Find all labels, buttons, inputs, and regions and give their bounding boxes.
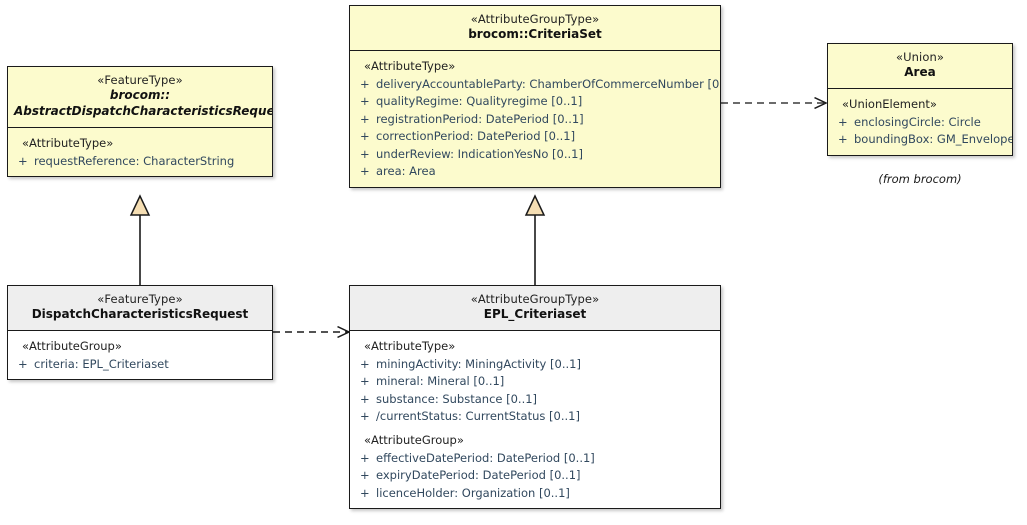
visibility-marker: + bbox=[360, 357, 370, 371]
generalization-dispatch-to-abstract bbox=[129, 194, 151, 285]
attribute-row[interactable]: + area: Area bbox=[356, 163, 716, 180]
attribute-text: correctionPeriod: DatePeriod [0..1] bbox=[376, 129, 576, 144]
attribute-text: substance: Substance [0..1] bbox=[376, 391, 538, 406]
class-header: «AttributeGroupType» EPL_Criteriaset bbox=[350, 286, 720, 331]
attribute-row[interactable]: + requestReference: CharacterString bbox=[14, 153, 268, 170]
attribute-group-label: «AttributeGroup» bbox=[364, 432, 464, 447]
attribute-text: criteria: EPL_Criteriaset bbox=[34, 357, 169, 371]
class-stereotype: «Union» bbox=[895, 50, 945, 64]
class-stereotype: «FeatureType» bbox=[97, 292, 183, 306]
attribute-row[interactable]: + expiryDatePeriod: DatePeriod [0..1] bbox=[356, 467, 716, 484]
visibility-marker: + bbox=[18, 153, 28, 168]
attribute-row[interactable]: + substance: Substance [0..1] bbox=[356, 391, 716, 408]
class-stereotype: «AttributeGroupType» bbox=[470, 12, 600, 26]
class-header: «FeatureType» brocom:: AbstractDispatchC… bbox=[8, 67, 272, 128]
visibility-marker: + bbox=[360, 146, 370, 161]
class-header: «FeatureType» DispatchCharacteristicsReq… bbox=[8, 286, 272, 331]
attribute-text: underReview: IndicationYesNo [0..1] bbox=[376, 146, 583, 161]
visibility-marker: + bbox=[360, 450, 370, 465]
class-name: Area bbox=[904, 65, 936, 80]
visibility-marker: + bbox=[360, 77, 370, 91]
class-area-union[interactable]: «Union» Area «UnionElement» + enclosingC… bbox=[827, 43, 1013, 156]
visibility-marker: + bbox=[360, 468, 370, 483]
attribute-text: area: Area bbox=[376, 164, 436, 179]
attribute-row[interactable]: + deliveryAccountableParty: ChamberOfCom… bbox=[356, 76, 720, 93]
attribute-row[interactable]: + miningActivity: MiningActivity [0..1] bbox=[356, 356, 716, 373]
attribute-row[interactable]: + registrationPeriod: DatePeriod [0..1] bbox=[356, 111, 716, 128]
visibility-marker: + bbox=[838, 132, 848, 147]
class-name: DispatchCharacteristicsRequest bbox=[31, 307, 249, 322]
attribute-row[interactable]: + criteria: EPL_Criteriaset bbox=[14, 356, 268, 373]
attribute-text: deliveryAccountableParty: ChamberOfComme… bbox=[376, 77, 721, 91]
visibility-marker: + bbox=[360, 111, 370, 126]
visibility-marker: + bbox=[360, 374, 370, 389]
class-attributes-compartment: «AttributeType» + miningActivity: Mining… bbox=[350, 331, 720, 509]
class-attributes-compartment: «AttributeType» + requestReference: Char… bbox=[8, 127, 272, 177]
class-abstract-dispatch-characteristics-request[interactable]: «FeatureType» brocom:: AbstractDispatchC… bbox=[7, 66, 273, 178]
attribute-row[interactable]: + effectiveDatePeriod: DatePeriod [0..1] bbox=[356, 450, 716, 467]
attribute-text: qualityRegime: Qualityregime [0..1] bbox=[376, 94, 583, 109]
attribute-text: /currentStatus: CurrentStatus [0..1] bbox=[376, 409, 580, 424]
class-attributes-compartment: «UnionElement» + enclosingCircle: Circle… bbox=[828, 89, 1012, 155]
attribute-row[interactable]: + boundingBox: GM_Envelope bbox=[834, 131, 1012, 148]
visibility-marker: + bbox=[360, 94, 370, 109]
class-epl-criteriaset[interactable]: «AttributeGroupType» EPL_Criteriaset «At… bbox=[349, 285, 721, 510]
area-package-note: (from brocom) bbox=[878, 172, 962, 186]
generalization-epl-to-criteriaset bbox=[524, 194, 546, 285]
class-name: brocom::CriteriaSet bbox=[468, 27, 602, 42]
class-stereotype: «FeatureType» bbox=[97, 73, 183, 87]
attribute-text: effectiveDatePeriod: DatePeriod [0..1] bbox=[376, 450, 595, 465]
attribute-row[interactable]: + /currentStatus: CurrentStatus [0..1] bbox=[356, 408, 716, 425]
class-header: «Union» Area bbox=[828, 44, 1012, 89]
attribute-text: miningActivity: MiningActivity [0..1] bbox=[376, 357, 581, 371]
attribute-row[interactable]: + mineral: Mineral [0..1] bbox=[356, 373, 716, 390]
visibility-marker: + bbox=[360, 485, 370, 500]
attribute-text: registrationPeriod: DatePeriod [0..1] bbox=[376, 111, 584, 126]
attribute-group-label: «AttributeGroup» bbox=[22, 339, 122, 353]
visibility-marker: + bbox=[360, 391, 370, 406]
visibility-marker: + bbox=[360, 164, 370, 179]
class-attributes-compartment: «AttributeGroup» + criteria: EPL_Criteri… bbox=[8, 331, 272, 380]
class-name: AbstractDispatchCharacteristicsRequest bbox=[14, 104, 273, 118]
attribute-text: expiryDatePeriod: DatePeriod [0..1] bbox=[376, 468, 581, 483]
attribute-row[interactable]: + correctionPeriod: DatePeriod [0..1] bbox=[356, 128, 716, 145]
attribute-group-label: «AttributeType» bbox=[22, 135, 114, 150]
attribute-group-label: «UnionElement» bbox=[842, 97, 937, 111]
class-attributes-compartment: «AttributeType» + deliveryAccountablePar… bbox=[350, 51, 720, 187]
visibility-marker: + bbox=[18, 357, 28, 371]
attribute-text: boundingBox: GM_Envelope bbox=[854, 132, 1013, 147]
attribute-text: enclosingCircle: Circle bbox=[854, 115, 981, 129]
class-header: «AttributeGroupType» brocom::CriteriaSet bbox=[350, 6, 720, 51]
class-name: EPL_Criteriaset bbox=[483, 307, 587, 322]
class-namespace: brocom:: bbox=[109, 88, 171, 103]
attribute-group-label: «AttributeType» bbox=[364, 59, 456, 73]
attribute-group-label: «AttributeType» bbox=[364, 339, 456, 353]
attribute-row[interactable]: + licenceHolder: Organization [0..1] bbox=[356, 485, 716, 502]
visibility-marker: + bbox=[838, 115, 848, 129]
visibility-marker: + bbox=[360, 409, 370, 424]
attribute-text: licenceHolder: Organization [0..1] bbox=[376, 485, 570, 500]
attribute-text: requestReference: CharacterString bbox=[34, 153, 235, 168]
attribute-row[interactable]: + qualityRegime: Qualityregime [0..1] bbox=[356, 93, 716, 110]
class-brocom-criteria-set[interactable]: «AttributeGroupType» brocom::CriteriaSet… bbox=[349, 5, 721, 188]
visibility-marker: + bbox=[360, 129, 370, 144]
class-stereotype: «AttributeGroupType» bbox=[470, 292, 600, 306]
attribute-text: mineral: Mineral [0..1] bbox=[376, 374, 505, 389]
attribute-row[interactable]: + enclosingCircle: Circle bbox=[834, 114, 1008, 131]
class-dispatch-characteristics-request[interactable]: «FeatureType» DispatchCharacteristicsReq… bbox=[7, 285, 273, 381]
attribute-row[interactable]: + underReview: IndicationYesNo [0..1] bbox=[356, 146, 716, 163]
